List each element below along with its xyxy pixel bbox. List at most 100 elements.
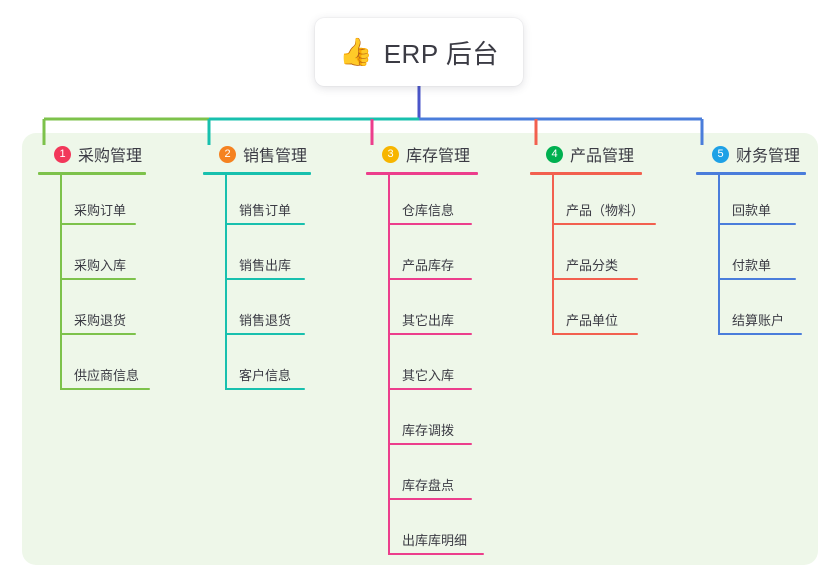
list-item-rule — [388, 553, 484, 555]
list-item-label: 产品单位 — [566, 313, 619, 328]
root-node[interactable]: 👍 ERP 后台 — [315, 18, 523, 86]
list-item[interactable]: 库存盘点 — [388, 450, 478, 505]
thumbs-up-icon: 👍 — [339, 36, 373, 67]
branch-stem-2 — [225, 175, 227, 390]
list-item[interactable]: 产品单位 — [552, 285, 642, 340]
branch-badge-1: 1 — [54, 145, 71, 163]
branch-rule-3 — [366, 172, 478, 175]
list-item[interactable]: 出库库明细 — [388, 505, 484, 560]
list-item[interactable]: 结算账户 — [718, 285, 806, 340]
branch-header-4[interactable]: 4 产品管理 — [530, 141, 642, 167]
branch-items-3: 仓库信息产品库存其它出库其它入库库存调拨库存盘点出库库明细 — [366, 175, 484, 560]
branch-stem-1 — [60, 175, 62, 390]
list-item-rule — [60, 333, 136, 335]
branch-badge-3: 3 — [382, 145, 399, 163]
list-item-label: 采购订单 — [74, 203, 127, 218]
list-item[interactable]: 库存调拨 — [388, 395, 478, 450]
branch-title-1: 采购管理 — [78, 148, 143, 165]
list-item-label: 库存调拨 — [402, 423, 455, 438]
list-item-rule — [60, 388, 150, 390]
branch-stem-4 — [552, 175, 554, 335]
branch-items-5: 回款单付款单结算账户 — [696, 175, 806, 340]
branch-badge-2: 2 — [219, 145, 236, 163]
list-item-label: 客户信息 — [239, 368, 292, 383]
list-item-label: 库存盘点 — [402, 478, 455, 493]
list-item[interactable]: 供应商信息 — [60, 340, 150, 395]
list-item-rule — [552, 223, 656, 225]
list-item-rule — [718, 223, 796, 225]
list-item-rule — [388, 223, 472, 225]
list-item-label: 结算账户 — [732, 313, 785, 328]
list-item[interactable]: 采购入库 — [60, 230, 146, 285]
branch-rule-2 — [203, 172, 311, 175]
list-item-rule — [388, 388, 472, 390]
list-item-label: 供应商信息 — [74, 368, 140, 383]
branch-title-5: 财务管理 — [736, 148, 801, 165]
list-item[interactable]: 销售出库 — [225, 230, 311, 285]
branch-items-1: 采购订单采购入库采购退货供应商信息 — [38, 175, 150, 395]
branch-header-1[interactable]: 1 采购管理 — [38, 141, 146, 167]
branch-rule-1 — [38, 172, 146, 175]
branch-4[interactable]: 4 产品管理产品（物料） 产品分类产品单位 — [530, 141, 656, 340]
list-item[interactable]: 仓库信息 — [388, 175, 478, 230]
branch-header-3[interactable]: 3 库存管理 — [366, 141, 478, 167]
list-item-label: 仓库信息 — [402, 203, 455, 218]
branch-1[interactable]: 1 采购管理采购订单采购入库采购退货供应商信息 — [38, 141, 150, 395]
list-item-label: 回款单 — [732, 203, 772, 218]
root-title: ERP 后台 — [383, 38, 499, 69]
list-item-label: 销售出库 — [239, 258, 292, 273]
branch-title-3: 库存管理 — [406, 148, 471, 165]
branch-3[interactable]: 3 库存管理仓库信息产品库存其它出库其它入库库存调拨库存盘点出库库明细 — [366, 141, 484, 560]
list-item[interactable]: 付款单 — [718, 230, 806, 285]
list-item-label: 产品库存 — [402, 258, 455, 273]
list-item-rule — [388, 278, 472, 280]
branch-title-4: 产品管理 — [570, 148, 635, 165]
branch-items-2: 销售订单销售出库销售退货客户信息 — [203, 175, 311, 395]
list-item-rule — [388, 498, 472, 500]
list-item-rule — [552, 333, 638, 335]
list-item-rule — [718, 278, 796, 280]
branch-rule-5 — [696, 172, 806, 175]
list-item[interactable]: 采购订单 — [60, 175, 146, 230]
branch-rule-4 — [530, 172, 642, 175]
list-item-rule — [388, 333, 472, 335]
list-item[interactable]: 采购退货 — [60, 285, 146, 340]
list-item-label: 出库库明细 — [402, 533, 468, 548]
list-item-label: 采购退货 — [74, 313, 127, 328]
branch-stem-3 — [388, 175, 390, 555]
list-item-label: 采购入库 — [74, 258, 127, 273]
list-item[interactable]: 销售订单 — [225, 175, 311, 230]
list-item-rule — [225, 223, 305, 225]
list-item-rule — [60, 278, 136, 280]
list-item[interactable]: 产品分类 — [552, 230, 642, 285]
branch-items-4: 产品（物料） 产品分类产品单位 — [530, 175, 656, 340]
branch-badge-4: 4 — [546, 145, 563, 163]
list-item[interactable]: 产品（物料） — [552, 175, 656, 230]
list-item[interactable]: 产品库存 — [388, 230, 478, 285]
branch-header-5[interactable]: 5 财务管理 — [696, 141, 806, 167]
list-item-rule — [225, 278, 305, 280]
list-item[interactable]: 销售退货 — [225, 285, 311, 340]
list-item-label: 产品（物料） — [566, 203, 645, 218]
list-item-rule — [552, 278, 638, 280]
list-item-label: 其它入库 — [402, 368, 455, 383]
list-item-label: 销售订单 — [239, 203, 292, 218]
branch-badge-5: 5 — [712, 145, 729, 163]
list-item-rule — [718, 333, 802, 335]
list-item[interactable]: 其它入库 — [388, 340, 478, 395]
list-item[interactable]: 回款单 — [718, 175, 806, 230]
list-item-rule — [225, 333, 305, 335]
list-item-rule — [60, 223, 136, 225]
list-item[interactable]: 其它出库 — [388, 285, 478, 340]
list-item-label: 付款单 — [732, 258, 772, 273]
branch-stem-5 — [718, 175, 720, 335]
list-item-label: 产品分类 — [566, 258, 619, 273]
list-item[interactable]: 客户信息 — [225, 340, 311, 395]
list-item-rule — [388, 443, 472, 445]
branches-panel — [22, 133, 818, 565]
list-item-label: 销售退货 — [239, 313, 292, 328]
branch-5[interactable]: 5 财务管理回款单付款单结算账户 — [696, 141, 806, 340]
